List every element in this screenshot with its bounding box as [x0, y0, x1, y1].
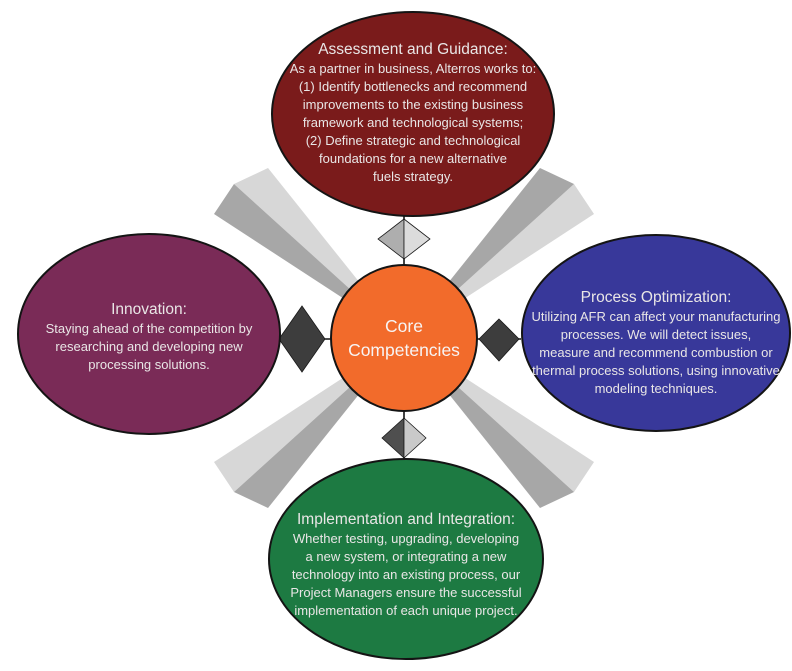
node-process-ellipse[interactable] — [521, 234, 791, 432]
node-innovation-ellipse[interactable] — [17, 233, 281, 435]
node-implementation-ellipse[interactable] — [268, 458, 544, 660]
diamond-top-left-half — [377, 218, 405, 260]
diamond-top-right-half — [403, 218, 431, 260]
diamond-bottom-right-half — [403, 417, 427, 459]
diamond-left — [278, 305, 326, 373]
center-node-circle[interactable] — [330, 264, 478, 412]
diamond-bottom-left-half — [381, 417, 405, 459]
diamond-right — [478, 318, 520, 362]
node-assessment-ellipse[interactable] — [271, 11, 555, 217]
